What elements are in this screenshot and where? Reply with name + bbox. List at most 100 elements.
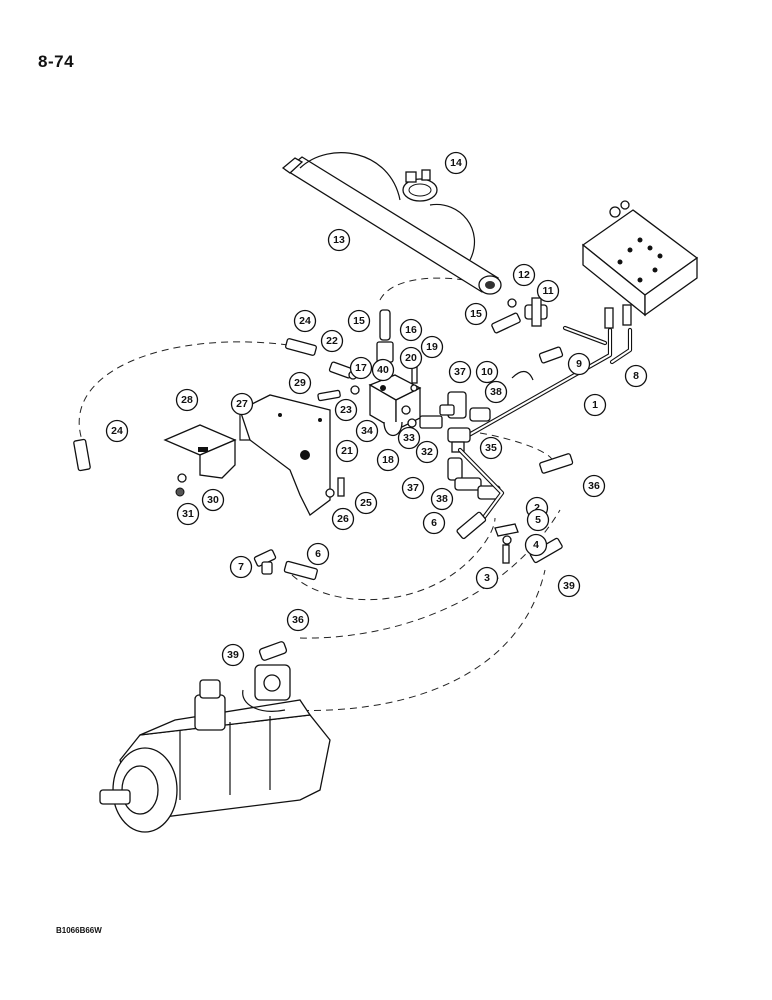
callout-circle — [448, 360, 472, 384]
callout-circle — [354, 491, 378, 515]
callout-circle — [399, 346, 423, 370]
callout-c11: 11 — [536, 279, 560, 303]
callout-circle — [327, 228, 351, 252]
callout-c1: 1 — [583, 393, 607, 417]
callout-number: 18 — [382, 454, 394, 466]
callout-c29: 29 — [288, 371, 312, 395]
callout-c37a: 37 — [448, 360, 472, 384]
callout-number: 10 — [481, 366, 493, 378]
callout-c18: 18 — [376, 448, 400, 472]
callout-circle — [464, 302, 488, 326]
callout-circle — [512, 263, 536, 287]
callout-circle — [349, 356, 373, 380]
callout-number: 4 — [533, 539, 539, 551]
callout-c6a: 6 — [422, 511, 446, 535]
washer-26 — [325, 488, 335, 498]
callout-number: 20 — [405, 352, 417, 364]
callout-number: 23 — [340, 404, 352, 416]
callout-c17: 17 — [349, 356, 373, 380]
callout-c32: 32 — [415, 440, 439, 464]
callout-number: 8 — [633, 370, 639, 382]
o-ring-12 — [507, 298, 517, 308]
callout-number: 33 — [403, 432, 415, 444]
callout-number: 9 — [576, 358, 582, 370]
callout-circle — [583, 393, 607, 417]
callout-circle — [105, 419, 129, 443]
elbow-7 — [253, 549, 277, 575]
callout-c7: 7 — [229, 555, 253, 579]
page-number: 8-74 — [38, 52, 75, 71]
callout-number: 6 — [315, 548, 321, 560]
callout-number: 29 — [294, 377, 306, 389]
callout-circle — [582, 474, 606, 498]
callout-circle — [331, 507, 355, 531]
callout-circle — [201, 488, 225, 512]
hose-clamp — [402, 169, 438, 202]
tube-2 — [457, 447, 505, 523]
callout-c21: 21 — [335, 439, 359, 463]
callout-number: 26 — [337, 513, 349, 525]
callout-circle — [475, 566, 499, 590]
hose-end-6-upper — [456, 511, 487, 540]
callout-number: 24 — [299, 315, 311, 327]
callout-circle — [397, 426, 421, 450]
callout-number: 31 — [182, 508, 194, 520]
callout-circle — [430, 487, 454, 511]
callout-number: 37 — [407, 482, 419, 494]
callout-number: 15 — [470, 308, 482, 320]
adapter-32 — [419, 415, 443, 429]
callout-number: 27 — [236, 398, 248, 410]
callout-c36a: 36 — [582, 474, 606, 498]
callout-circle — [320, 329, 344, 353]
callout-circle — [399, 318, 423, 342]
callout-circle — [401, 476, 425, 500]
routing-line-24 — [78, 341, 289, 441]
callout-c5: 5 — [526, 508, 550, 532]
callout-c10: 10 — [475, 360, 499, 384]
callout-number: 17 — [355, 362, 367, 374]
callout-number: 36 — [292, 614, 304, 626]
callout-layer: 1234566789101112131415151617181920212223… — [105, 151, 648, 667]
callout-circle — [526, 508, 550, 532]
callout-circle — [347, 309, 371, 333]
callout-circle — [475, 360, 499, 384]
callout-number: 5 — [535, 514, 541, 526]
callout-c40: 40 — [371, 358, 395, 382]
callout-number: 2 — [534, 502, 540, 514]
hose-end-24-upper — [285, 338, 317, 356]
bolt-29 — [317, 389, 341, 402]
callout-circle — [444, 151, 468, 175]
o-ring-33 — [407, 418, 417, 428]
control-valve-block — [581, 200, 699, 329]
callout-c16: 16 — [399, 318, 423, 342]
callout-c34: 34 — [355, 419, 379, 443]
callout-c28: 28 — [175, 388, 199, 412]
callout-circle — [371, 358, 395, 382]
callout-c4: 4 — [524, 533, 548, 557]
callout-c27: 27 — [230, 392, 254, 416]
callout-circle — [286, 608, 310, 632]
hydraulic-cylinder — [281, 152, 502, 295]
u-fitting-34 — [383, 421, 403, 437]
bolt-25 — [337, 477, 345, 497]
callout-number: 40 — [377, 364, 389, 376]
callout-circle — [484, 380, 508, 404]
u-tube-10 — [511, 370, 534, 381]
callout-number: 7 — [238, 561, 244, 573]
callout-c12: 12 — [512, 263, 536, 287]
callout-c23: 23 — [334, 398, 358, 422]
callout-number: 28 — [181, 394, 193, 406]
callout-number: 14 — [450, 157, 462, 169]
callout-c30: 30 — [201, 488, 225, 512]
callout-number: 13 — [333, 234, 345, 246]
callout-c31: 31 — [176, 502, 200, 526]
clamp-5 — [494, 523, 519, 537]
callout-c15a: 15 — [347, 309, 371, 333]
callout-number: 39 — [563, 580, 575, 592]
routing-line-15 — [379, 277, 501, 301]
washer-30 — [177, 473, 187, 483]
callout-c25: 25 — [354, 491, 378, 515]
callout-number: 30 — [207, 494, 219, 506]
callout-number: 34 — [361, 425, 373, 437]
